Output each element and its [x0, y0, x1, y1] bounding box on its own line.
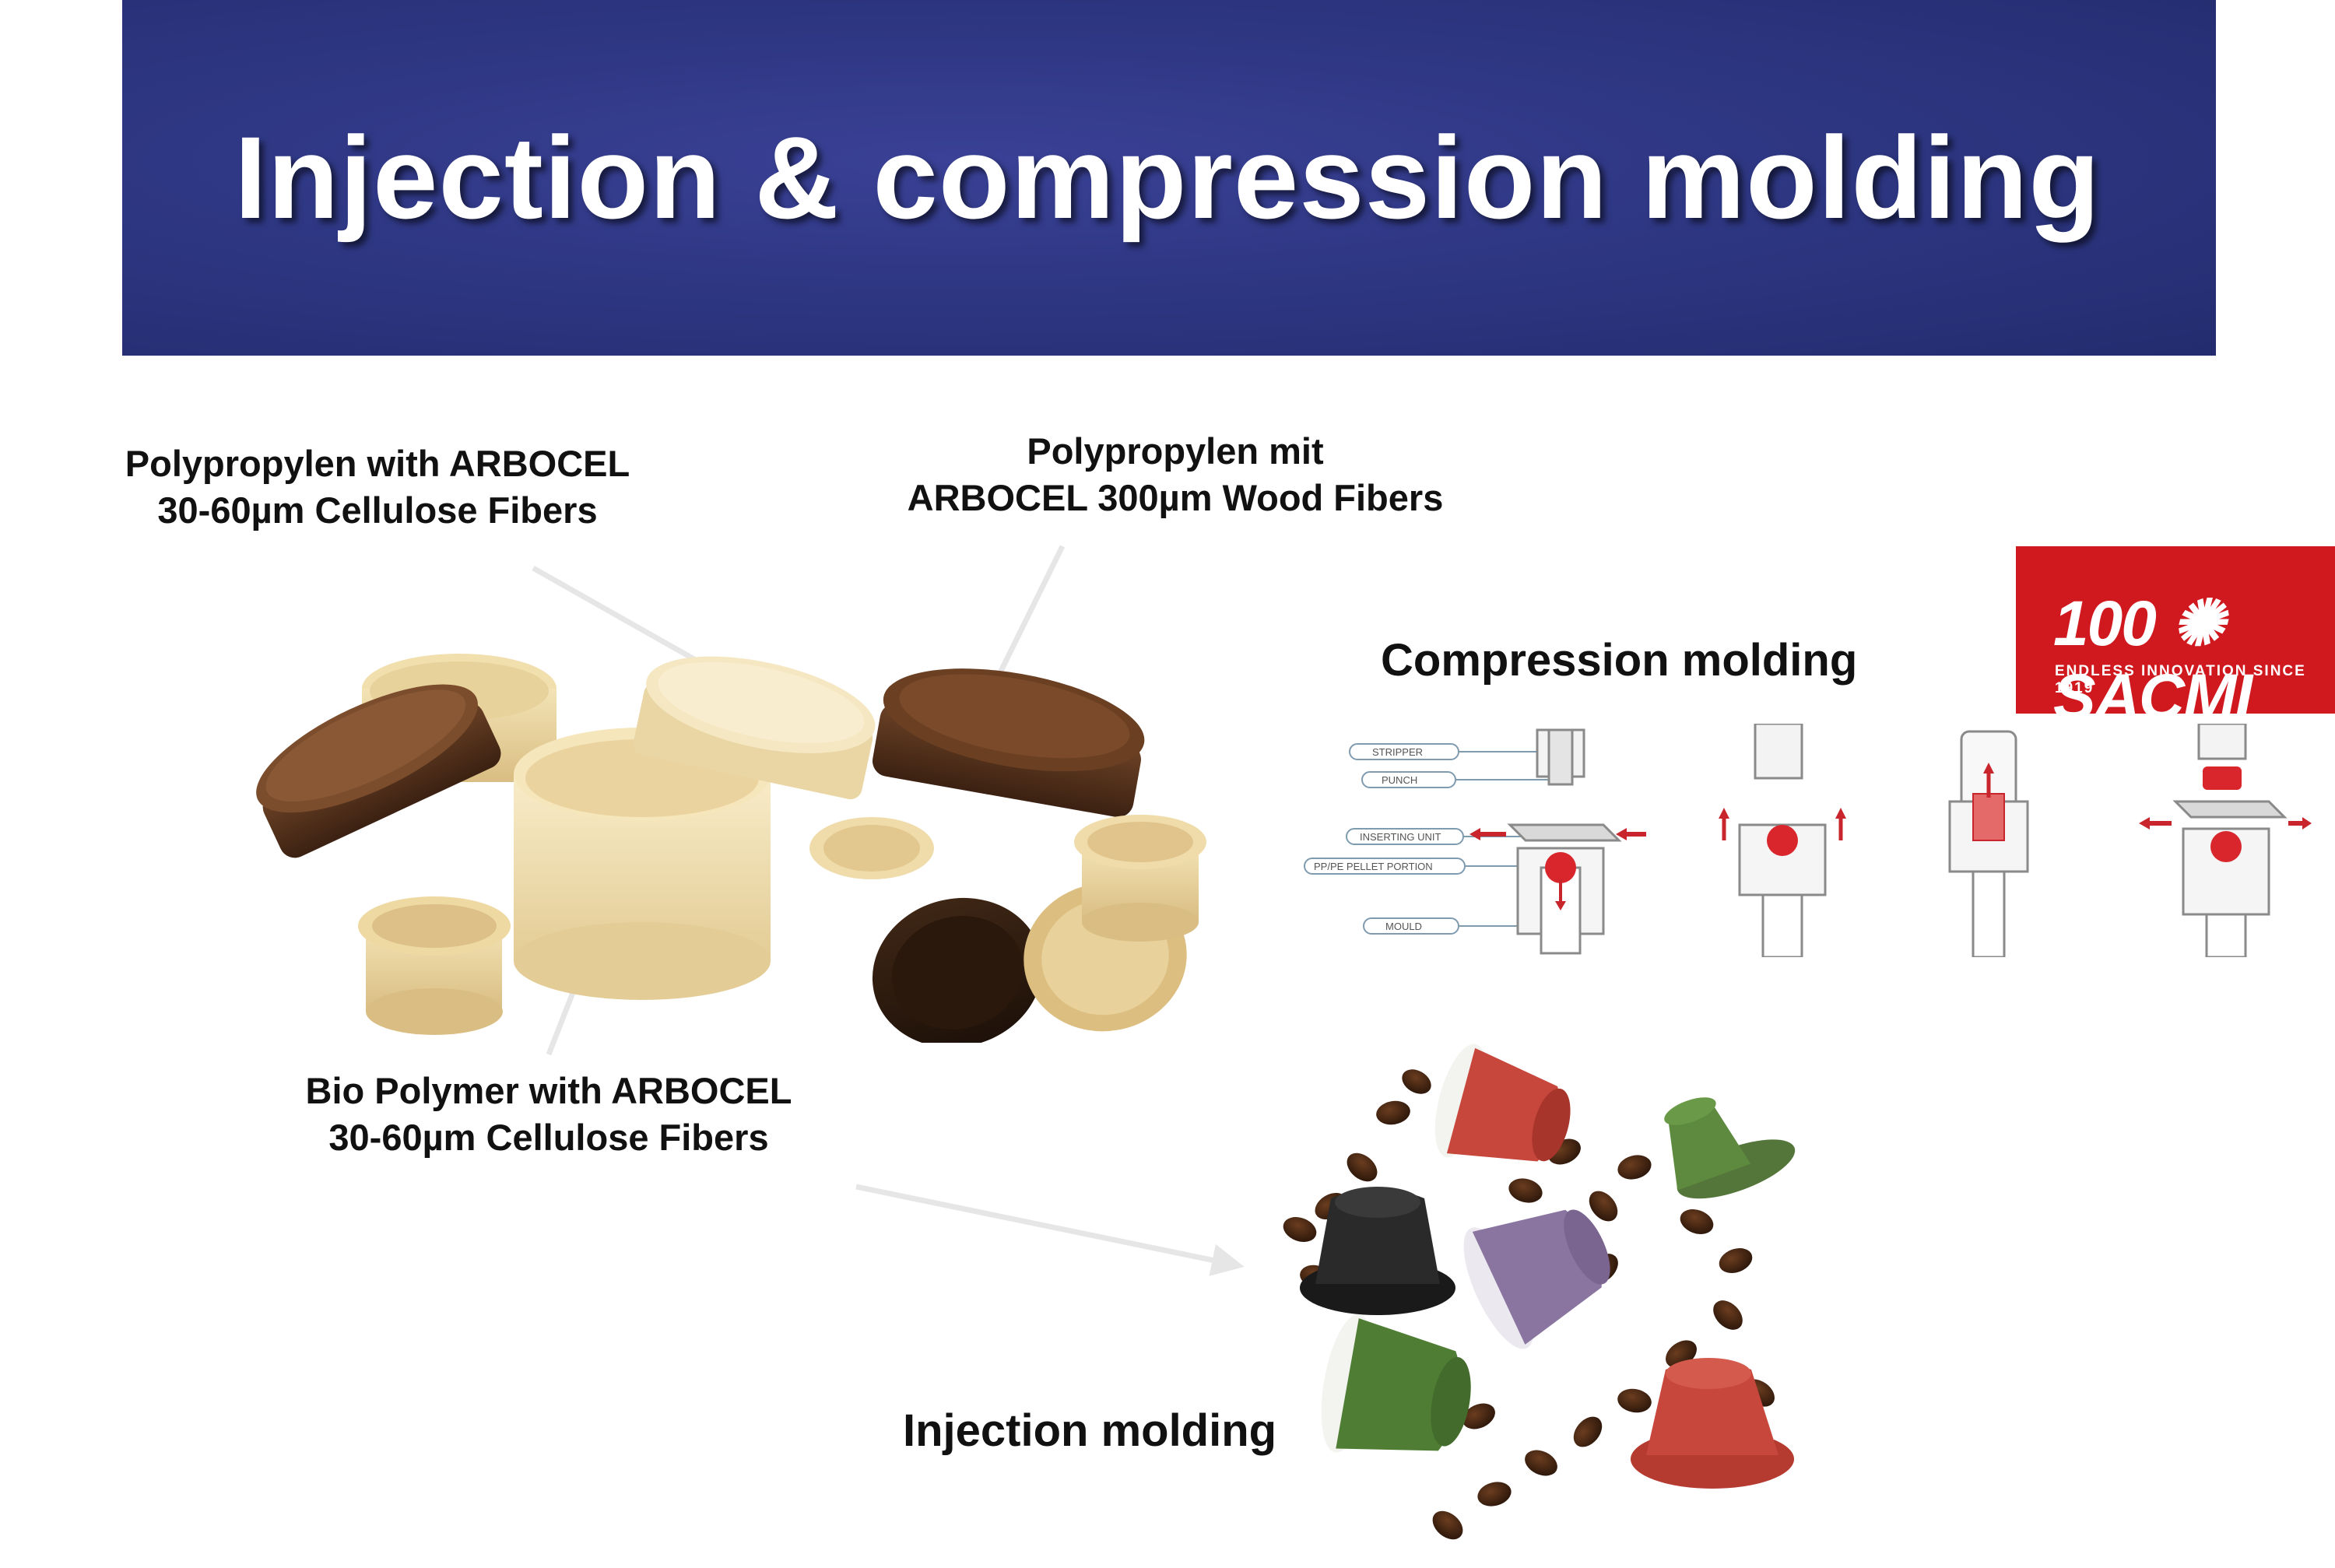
arrow-injection [855, 1184, 1245, 1276]
sacmi-logo-tagline: ENDLESS INNOVATION SINCE 1919 [2055, 663, 2306, 696]
diagram-stage-4 [2139, 724, 2312, 957]
diagram-stage-2 [1719, 724, 1846, 957]
coffee-capsules-photo [1283, 1044, 1796, 1540]
diagram-label-punch: PUNCH [1382, 774, 1417, 786]
capsule-red-top [1434, 1044, 1571, 1162]
sacmi-logo-mark: 100 ✺ SACMI [2053, 588, 2252, 732]
diagram-stage-1: STRIPPER PUNCH INSERTING UNIT PP/PE PELL… [1304, 728, 1646, 955]
caption-compression-molding: Compression molding [1381, 635, 1858, 686]
label-pp-cellulose-line1: Polypropylen with ARBOCEL [125, 443, 630, 484]
slide-title: Injection & compression molding [234, 112, 2101, 243]
diagram-label-mould: MOULD [1385, 921, 1422, 932]
diagram-stage-3 [1948, 730, 2029, 957]
label-pp-wood-line2: ARBOCEL 300µm Wood Fibers [907, 477, 1444, 518]
capsule-green-right [1664, 1097, 1796, 1199]
compression-molding-diagram: STRIPPER PUNCH INSERTING UNIT PP/PE PELL… [1304, 724, 2312, 957]
diagram-label-stripper: STRIPPER [1372, 746, 1423, 758]
capsule-purple [1463, 1209, 1610, 1349]
diagram-label-inserting-unit: INSERTING UNIT [1360, 831, 1441, 843]
capsule-red-bottom [1631, 1358, 1794, 1489]
title-banner [122, 0, 2216, 356]
capsule-green-bottom [1321, 1314, 1471, 1453]
caps-cups-photo [256, 654, 1206, 1043]
diagram-label-pellet: PP/PE PELLET PORTION [1314, 861, 1433, 872]
label-pp-wood-line1: Polypropylen mit [1027, 430, 1324, 472]
label-pp-cellulose: Polypropylen with ARBOCEL 30-60µm Cellul… [109, 440, 646, 534]
label-bio-cellulose: Bio Polymer with ARBOCEL 30-60µm Cellulo… [280, 1068, 817, 1161]
capsule-black [1300, 1187, 1455, 1315]
sacmi-logo: 100 ✺ SACMI ENDLESS INNOVATION SINCE 191… [2016, 546, 2335, 732]
label-bio-cellulose-line2: 30-60µm Cellulose Fibers [328, 1117, 769, 1158]
caption-injection-molding: Injection molding [903, 1405, 1277, 1456]
label-pp-cellulose-line2: 30-60µm Cellulose Fibers [157, 489, 598, 531]
label-pp-wood: Polypropylen mit ARBOCEL 300µm Wood Fibe… [887, 428, 1463, 521]
label-bio-cellulose-line1: Bio Polymer with ARBOCEL [305, 1070, 792, 1111]
